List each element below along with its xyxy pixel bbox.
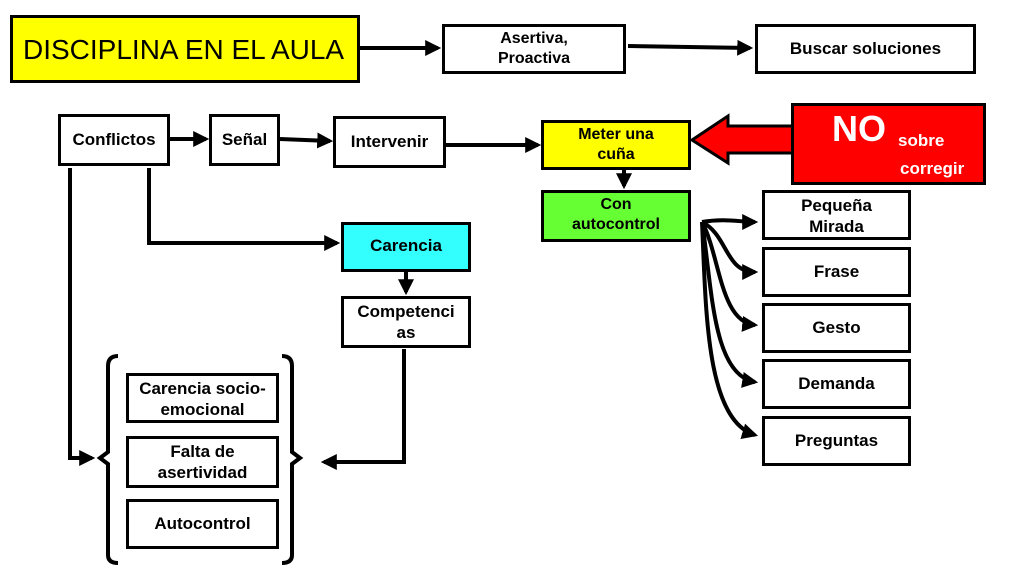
- node-demanda-label: Demanda: [798, 374, 875, 394]
- node-socio-label: Carencia socio-emocional: [139, 379, 266, 420]
- node-carencia: Carencia: [341, 222, 471, 272]
- node-buscar-label: Buscar soluciones: [789, 39, 942, 59]
- arrow-to-frase: [700, 220, 759, 280]
- title-text: DISCIPLINA EN EL AULA: [23, 33, 345, 65]
- node-intervenir: Intervenir: [333, 116, 446, 168]
- big-left-arrow: [689, 113, 798, 166]
- left-bracket: [96, 354, 119, 565]
- node-autocontrol: Autocontrol: [126, 499, 279, 549]
- no-label: NO: [832, 108, 886, 149]
- node-conflictos-label: Conflictos: [72, 130, 156, 150]
- arrow-conflictos-to-carencia: [147, 168, 341, 251]
- node-senal: Señal: [209, 114, 280, 166]
- node-carencia-socio-emocional: Carencia socio-emocional: [126, 373, 279, 423]
- node-meter-una-cuna: Meter una cuña: [541, 120, 691, 170]
- node-pequena-mirada: Pequeña Mirada: [762, 190, 911, 240]
- node-demanda: Demanda: [762, 359, 911, 409]
- arrow-to-pequena: [701, 213, 759, 230]
- node-falta-de-asertividad: Falta de asertividad: [126, 436, 279, 488]
- title-box: DISCIPLINA EN EL AULA: [10, 15, 360, 83]
- node-senal-label: Señal: [221, 130, 268, 150]
- node-buscar-soluciones: Buscar soluciones: [755, 24, 976, 74]
- no-sobre-label: sobre: [898, 131, 945, 150]
- node-preguntas-label: Preguntas: [794, 431, 879, 451]
- node-gesto-label: Gesto: [812, 318, 861, 338]
- arrow-asertiva-to-buscar: [627, 39, 754, 56]
- node-falta-label: Falta de asertividad: [157, 442, 248, 483]
- node-competencias-label: Competenci as: [357, 302, 455, 343]
- node-autocontrol-label: Autocontrol: [154, 514, 251, 534]
- node-no-sobre-corregir: [791, 103, 986, 185]
- node-frase: Frase: [762, 247, 911, 297]
- node-con-autocontrol: Con autocontrol: [541, 190, 691, 242]
- node-preguntas: Preguntas: [762, 416, 911, 466]
- arrow-conflictos-to-bracket: [68, 168, 96, 466]
- node-carencia-label: Carencia: [370, 236, 442, 255]
- arrow-senal-to-intervenir: [279, 132, 334, 149]
- node-meter-label: Meter una cuña: [578, 126, 654, 163]
- node-pequena-label: Pequeña Mirada: [801, 196, 872, 237]
- node-asertiva-label: Asertiva, Proactiva: [497, 30, 571, 67]
- node-gesto: Gesto: [762, 303, 911, 353]
- arrow-to-preguntas: [700, 221, 759, 439]
- node-competencias: Competenci as: [341, 296, 471, 348]
- no-corregir-label: corregir: [900, 159, 965, 178]
- node-frase-label: Frase: [813, 262, 860, 282]
- right-bracket: [281, 354, 304, 565]
- node-intervenir-label: Intervenir: [350, 132, 429, 152]
- node-con-autocontrol-label: Con autocontrol: [572, 196, 660, 233]
- node-conflictos: Conflictos: [58, 114, 170, 166]
- arrow-to-gesto: [700, 221, 759, 332]
- arrow-competencias-to-bracket: [320, 349, 406, 470]
- node-asertiva: Asertiva, Proactiva: [442, 24, 626, 74]
- arrow-to-demanda: [700, 221, 759, 388]
